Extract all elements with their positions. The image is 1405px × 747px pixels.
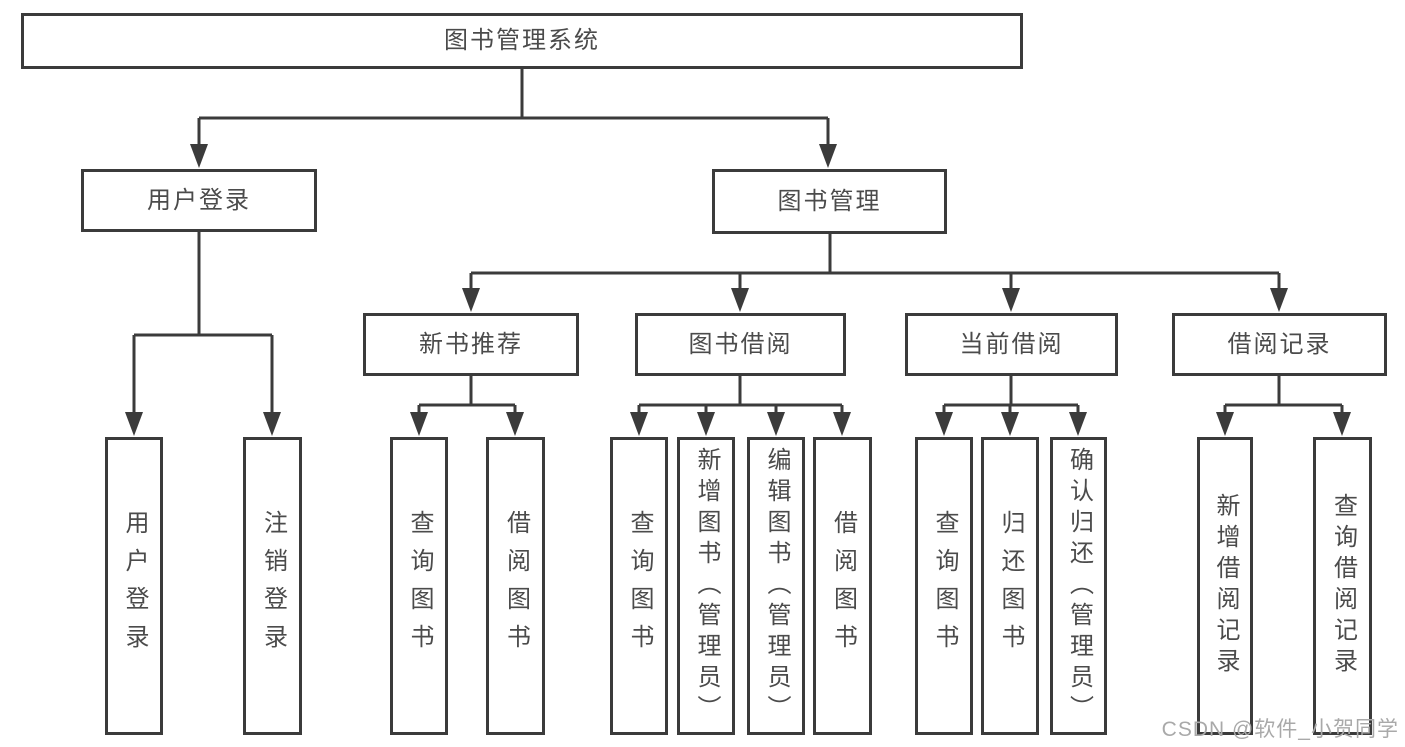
node-current-borrowing: 当前借阅 [905,313,1118,376]
arrowhead-icon [462,288,480,312]
node-label-logout-op: 注销登录 [259,510,287,662]
arrowhead-icon [819,144,837,168]
node-label-borrow-borrow-books: 借阅图书 [829,510,857,662]
arrowhead-icon [1216,412,1234,436]
connector-user-login [132,232,274,421]
connector-borrowing-records [1223,376,1344,421]
arrowhead-icon [833,412,851,436]
node-label-new-book-recommend: 新书推荐 [419,330,523,358]
node-label-current-confirm-return: 确认归还（管理员） [1065,446,1093,726]
node-label-current-borrowing: 当前借阅 [959,330,1064,358]
node-new-book-recommend: 新书推荐 [363,313,579,376]
arrowhead-icon [630,412,648,436]
node-label-borrow-query-books: 查询图书 [626,510,653,662]
node-borrow-query-books: 查询图书 [610,437,668,735]
node-label-records-query-record: 查询借阅记录 [1329,493,1357,679]
node-label-newbook-borrow-books: 借阅图书 [502,510,530,662]
arrowhead-icon [1002,288,1020,312]
arrowhead-icon [506,412,524,436]
arrowhead-icon [410,412,428,436]
node-label-current-return-books: 归还图书 [997,510,1024,662]
arrowhead-icon [1333,412,1351,436]
node-records-add-record: 新增借阅记录 [1197,437,1253,735]
node-login-op: 用户登录 [105,437,163,735]
connector-book-borrowing [637,376,844,421]
arrowhead-icon [1270,288,1288,312]
node-book-borrowing: 图书借阅 [635,313,846,376]
node-borrowing-records: 借阅记录 [1172,313,1387,376]
node-book-management: 图书管理 [712,169,947,234]
arrowhead-icon [263,412,281,436]
node-label-records-add-record: 新增借阅记录 [1212,493,1239,679]
node-user-login: 用户登录 [81,169,317,232]
node-label-borrow-add-books: 新增图书（管理员） [693,446,720,726]
arrowhead-icon [190,144,208,168]
node-label-borrow-edit-books: 编辑图书（管理员） [763,446,790,726]
arrowhead-icon [697,412,715,436]
node-newbook-borrow-books: 借阅图书 [486,437,545,735]
node-label-book-borrowing: 图书借阅 [688,330,793,358]
node-records-query-record: 查询借阅记录 [1313,437,1372,735]
node-current-return-books: 归还图书 [981,437,1039,735]
arrowhead-icon [935,412,953,436]
node-current-confirm-return: 确认归还（管理员） [1050,437,1107,735]
node-borrow-edit-books: 编辑图书（管理员） [747,437,805,735]
node-borrow-add-books: 新增图书（管理员） [677,437,735,735]
arrowhead-icon [731,288,749,312]
connector-book-management [469,234,1281,297]
csdn-watermark: CSDN @软件_小贺同学 [1161,718,1399,741]
connector-library-system [197,69,830,153]
node-label-newbook-query-books: 查询图书 [406,510,433,662]
arrowhead-icon [1069,412,1087,436]
node-label-user-login: 用户登录 [147,186,251,214]
arrowhead-icon [125,412,143,436]
node-label-current-query-books: 查询图书 [931,510,958,662]
arrowhead-icon [767,412,785,436]
node-label-book-management: 图书管理 [777,187,882,215]
node-borrow-borrow-books: 借阅图书 [813,437,872,735]
node-library-system: 图书管理系统 [21,13,1023,69]
node-current-query-books: 查询图书 [915,437,973,735]
arrowhead-icon [1001,412,1019,436]
node-label-library-system: 图书管理系统 [444,27,600,54]
node-label-borrowing-records: 借阅记录 [1227,330,1332,358]
connector-new-book-recommend [417,376,517,421]
node-newbook-query-books: 查询图书 [390,437,448,735]
node-logout-op: 注销登录 [243,437,302,735]
node-label-login-op: 用户登录 [121,510,148,662]
